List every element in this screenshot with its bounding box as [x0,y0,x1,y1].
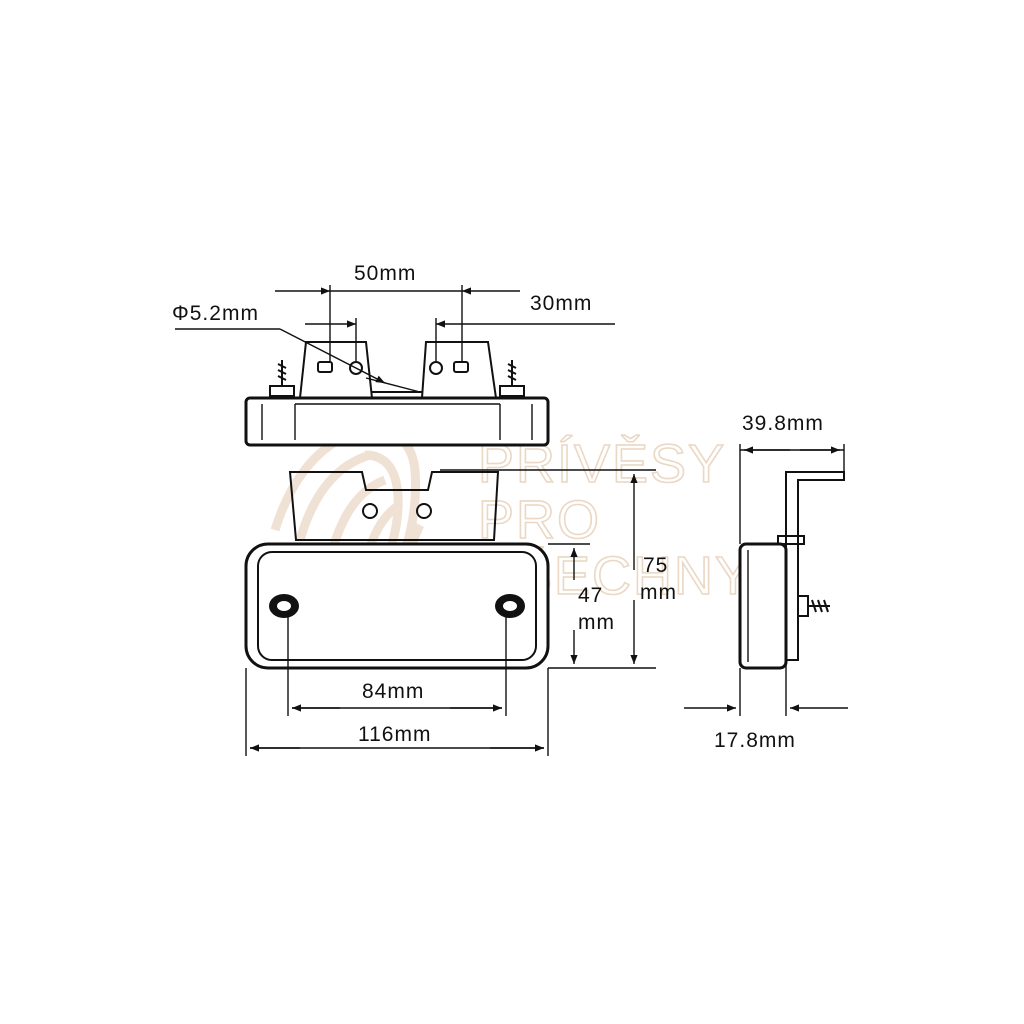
dim-height-total-value: 75 [643,554,668,577]
dim-offset: 30mm [530,292,592,315]
side-view: 39.8mm 17.8mm [684,412,848,752]
dim-hole-spacing: 50mm [354,262,416,285]
right-mount-tab [421,341,497,399]
front-lamp-housing [244,542,550,670]
dim-lens-width: 84mm [362,680,424,703]
right-screw-icon [495,594,525,618]
top-view-lamp-body [244,396,550,447]
left-slot [317,361,333,373]
top-view: 50mm 30mm Φ5.2mm [172,262,615,447]
right-hole [429,361,443,375]
front-hole-right [416,503,432,519]
side-bracket [785,471,845,661]
side-bolt-icon [797,595,830,617]
dim-total-width: 116mm [358,723,431,746]
dim-bracket-depth: 39.8mm [742,412,824,435]
dim-hole-diameter: Φ5.2mm [172,302,259,325]
left-mount-tab [299,341,373,399]
side-lamp-body [738,542,788,670]
front-view: 75 mm 47 mm 84mm 116mm [244,469,677,756]
front-hole-left [362,503,378,519]
front-bracket-plate [288,471,500,541]
front-lens [257,551,537,661]
dim-height-lamp-unit: mm [578,611,615,634]
dim-height-lamp-value: 47 [578,584,603,607]
dim-height-total-unit: mm [640,581,677,604]
right-slot [453,361,469,373]
left-bolt-icon [269,360,295,397]
dim-lamp-depth: 17.8mm [714,729,796,752]
left-screw-icon [269,594,299,618]
right-bolt-icon [499,360,525,397]
watermark-line-2: PRO [478,490,601,550]
